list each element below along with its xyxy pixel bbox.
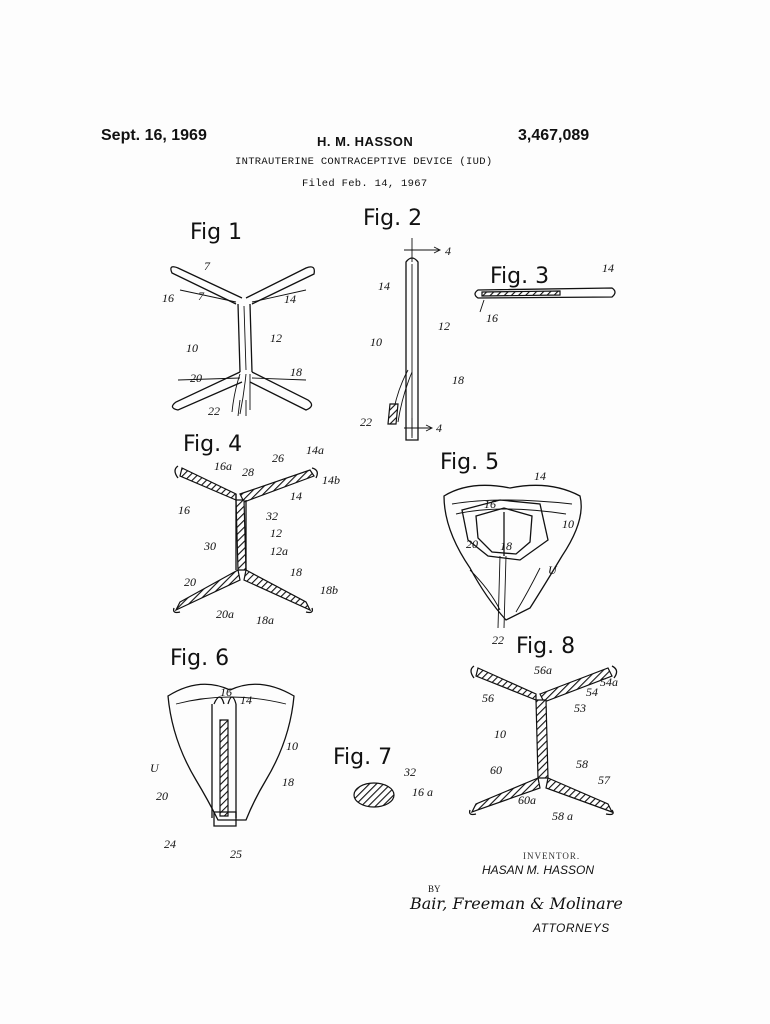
- ref-fig5-U: U: [548, 563, 558, 577]
- fig1-label: Fig 1: [190, 220, 243, 245]
- ref-fig4-12a: 12a: [270, 544, 288, 558]
- fig1-drawing: [170, 266, 315, 417]
- ref-fig8-60a: 60a: [518, 793, 536, 807]
- ref-fig4-14b: 14b: [322, 473, 340, 487]
- ref-fig8-56: 56: [482, 691, 494, 705]
- ref-fig2-4b: 4: [436, 421, 442, 435]
- ref-fig8-60: 60: [490, 763, 502, 777]
- ref-fig1-7a: 7: [204, 259, 211, 273]
- ref-fig8-54: 54: [586, 685, 598, 699]
- ref-fig2-10: 10: [370, 335, 382, 349]
- ref-fig5-18: 18: [500, 539, 512, 553]
- attorney-signature: Bair, Freeman & Molinare: [410, 894, 623, 913]
- ref-fig4-18a: 18a: [256, 613, 274, 627]
- ref-fig4-14: 14: [290, 489, 302, 503]
- fig6-drawing: [167, 683, 295, 827]
- ref-fig4-32: 32: [265, 509, 278, 523]
- ref-fig4-14a: 14a: [306, 443, 324, 457]
- ref-fig4-30: 30: [203, 539, 216, 553]
- ref-fig5-10: 10: [562, 517, 574, 531]
- inventor-short: H. M. HASSON: [317, 134, 414, 149]
- fig7-drawing: [353, 782, 395, 808]
- ref-fig6-16: 16: [220, 685, 232, 699]
- ref-fig8-54a: 54a: [600, 675, 618, 689]
- ref-fig4-12: 12: [270, 526, 282, 540]
- ref-fig8-58a: 58 a: [552, 809, 573, 823]
- ref-fig1-14: 14: [284, 292, 296, 306]
- ref-fig1-22: 22: [208, 404, 220, 418]
- ref-fig6-18: 18: [282, 775, 294, 789]
- reference-numerals: 7 7 16 14 10 12 20 18 22 4 14 10 12 18 2…: [150, 244, 618, 861]
- ref-fig1-16: 16: [162, 291, 174, 305]
- fig2-drawing: [387, 238, 442, 441]
- fig2-label: Fig. 2: [363, 206, 423, 231]
- ref-fig6-25: 25: [230, 847, 242, 861]
- ref-fig1-7b: 7: [198, 289, 205, 303]
- ref-fig6-20: 20: [156, 789, 168, 803]
- fig6-label: Fig. 6: [170, 646, 230, 671]
- fig5-label: Fig. 5: [440, 450, 500, 475]
- ref-fig7-16a: 16 a: [412, 785, 433, 799]
- ref-fig4-16a: 16a: [214, 459, 232, 473]
- ref-fig1-10: 10: [186, 341, 198, 355]
- ref-fig4-18: 18: [290, 565, 302, 579]
- ref-fig6-U: U: [150, 761, 160, 775]
- ref-fig6-24: 24: [164, 837, 176, 851]
- patent-date: Sept. 16, 1969: [101, 127, 207, 144]
- patent-number: 3,467,089: [518, 127, 590, 144]
- ref-fig5-20: 20: [466, 537, 478, 551]
- ref-fig2-4a: 4: [445, 244, 451, 258]
- inventor-name: HASAN M. HASSON: [482, 863, 595, 877]
- fig4-label: Fig. 4: [183, 432, 243, 457]
- patent-title: INTRAUTERINE CONTRACEPTIVE DEVICE (IUD): [235, 156, 493, 168]
- ref-fig1-18: 18: [290, 365, 302, 379]
- ref-fig2-14: 14: [378, 279, 390, 293]
- ref-fig2-22: 22: [360, 415, 372, 429]
- ref-fig8-56a: 56a: [534, 663, 552, 677]
- by-label: BY: [428, 884, 441, 894]
- fig8-drawing: [468, 665, 618, 816]
- ref-fig4-28: 28: [242, 465, 254, 479]
- ref-fig2-12: 12: [438, 319, 450, 333]
- ref-fig1-20: 20: [190, 371, 202, 385]
- fig5-drawing: [443, 484, 582, 629]
- ref-fig8-57: 57: [598, 773, 611, 787]
- ref-fig4-18b: 18b: [320, 583, 338, 597]
- fig3-label: Fig. 3: [490, 264, 550, 289]
- ref-fig6-14: 14: [240, 693, 252, 707]
- ref-fig2-18: 18: [452, 373, 464, 387]
- filed-date: Filed Feb. 14, 1967: [302, 178, 428, 190]
- ref-fig5-14: 14: [534, 469, 546, 483]
- inventor-caption: INVENTOR.: [523, 851, 581, 861]
- ref-fig3-16: 16: [486, 311, 498, 325]
- ref-fig1-12: 12: [270, 331, 282, 345]
- ref-fig8-10: 10: [494, 727, 506, 741]
- ref-fig6-10: 10: [286, 739, 298, 753]
- ref-fig8-58: 58: [576, 757, 588, 771]
- ref-fig7-32: 32: [403, 765, 416, 779]
- fig4-drawing: [172, 465, 318, 614]
- fig7-label: Fig. 7: [333, 745, 393, 770]
- ref-fig4-16: 16: [178, 503, 190, 517]
- ref-fig3-14: 14: [602, 261, 614, 275]
- ref-fig5-16: 16: [484, 497, 496, 511]
- attorneys-label: ATTORNEYS: [533, 921, 610, 935]
- fig3-drawing: [474, 287, 616, 313]
- ref-fig4-26: 26: [272, 451, 284, 465]
- ref-fig8-53: 53: [574, 701, 586, 715]
- fig8-label: Fig. 8: [516, 634, 576, 659]
- ref-fig5-22: 22: [492, 633, 504, 647]
- ref-fig4-20: 20: [184, 575, 196, 589]
- ref-fig4-20a: 20a: [216, 607, 234, 621]
